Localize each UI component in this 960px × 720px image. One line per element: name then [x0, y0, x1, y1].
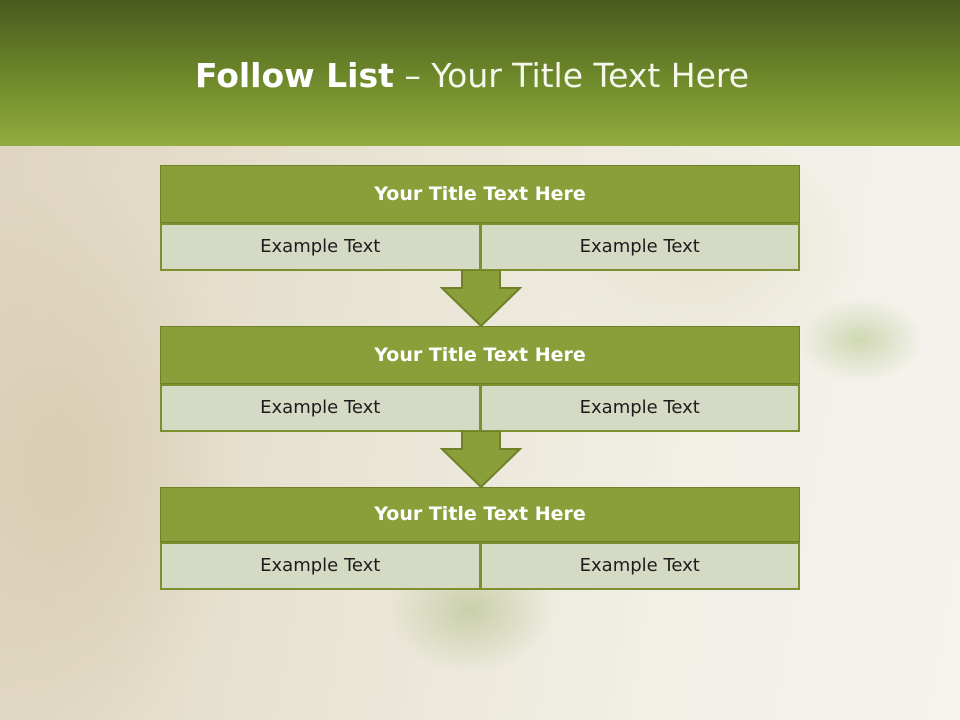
- step-title-1: Your Title Text Here: [160, 165, 800, 223]
- down-arrow-icon: [440, 270, 522, 328]
- title-banner: [0, 0, 960, 146]
- step-block-1: Your Title Text Here Example Text Exampl…: [160, 165, 800, 271]
- step-1-cell-left: Example Text: [160, 223, 481, 271]
- step-2-cell-left: Example Text: [160, 384, 481, 432]
- step-block-2: Your Title Text Here Example Text Exampl…: [160, 326, 800, 432]
- step-3-cell-left: Example Text: [160, 542, 481, 590]
- step-row-3: Example Text Example Text: [160, 542, 800, 590]
- step-2-cell-right: Example Text: [480, 384, 800, 432]
- slide-title-rest: – Your Title Text Here: [393, 56, 750, 95]
- step-title-3: Your Title Text Here: [160, 487, 800, 542]
- step-block-3: Your Title Text Here Example Text Exampl…: [160, 487, 800, 590]
- step-1-cell-right: Example Text: [480, 223, 800, 271]
- step-row-1: Example Text Example Text: [160, 223, 800, 271]
- step-row-2: Example Text Example Text: [160, 384, 800, 432]
- down-arrow-icon: [440, 431, 522, 489]
- slide-title-bold: Follow List: [194, 56, 394, 95]
- step-3-cell-right: Example Text: [480, 542, 800, 590]
- step-title-2: Your Title Text Here: [160, 326, 800, 384]
- slide-title: Follow List – Your Title Text Here: [0, 54, 944, 98]
